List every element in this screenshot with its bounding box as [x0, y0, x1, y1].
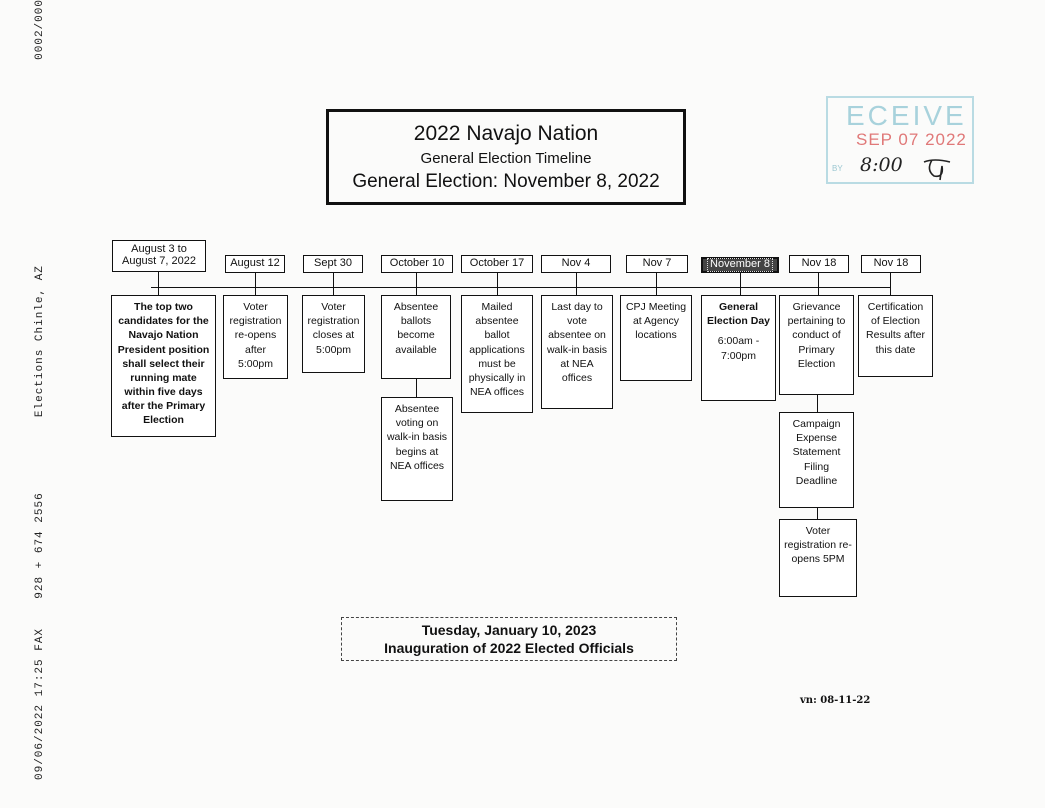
handwritten-time: 8:00: [860, 154, 903, 176]
event-nov7: CPJ Meeting at Agency locations: [620, 295, 692, 381]
inauguration-box: Tuesday, January 10, 2023 Inauguration o…: [341, 617, 677, 661]
title-line2: General Election Timeline: [420, 150, 592, 167]
version-note: vn: 08-11-22: [800, 695, 871, 706]
connector: [333, 273, 334, 295]
connector: [416, 379, 417, 397]
event-oct17: Mailed absentee ballot applications must…: [461, 295, 533, 413]
connector: [890, 273, 891, 295]
fax-datetime: 09/06/2022 17:25 FAX: [34, 627, 46, 780]
event-nov8-title: General Election Day: [706, 301, 771, 328]
event-nov18-b: Certification of Election Results after …: [858, 295, 933, 377]
connector: [740, 273, 741, 295]
fax-sender: Elections Chinle, AZ: [34, 265, 46, 418]
date-box-nov4: Nov 4: [541, 255, 611, 273]
event-nov18-sub2: Voter registration re-opens 5PM: [779, 519, 857, 597]
fax-number: 928 + 674 2556: [34, 492, 46, 599]
inauguration-title: Inauguration of 2022 Elected Officials: [384, 640, 634, 656]
received-stamp: ECEIVE SEP 07 2022 BY 8:00: [826, 96, 974, 184]
connector: [576, 273, 577, 295]
stamp-date: SEP 07 2022: [856, 130, 967, 149]
connector: [817, 395, 818, 412]
event-nov4: Last day to vote absentee on walk-in bas…: [541, 295, 613, 409]
date-box-sept30: Sept 30: [303, 255, 363, 273]
date-box-oct17: October 17: [461, 255, 533, 273]
connector: [817, 508, 818, 519]
fax-header-strip: 09/06/2022 17:25 FAX 928 + 674 2556 Elec…: [34, 0, 46, 780]
handwritten-initials: [923, 159, 951, 181]
title-line1: 2022 Navajo Nation: [413, 122, 599, 145]
connector: [656, 273, 657, 295]
event-nov18-a: Grievance pertaining to conduct of Prima…: [779, 295, 854, 395]
date-box-aug3: August 3 to August 7, 2022: [112, 240, 206, 272]
connector: [497, 273, 498, 295]
title-box: 2022 Navajo Nation General Election Time…: [326, 109, 686, 205]
connector: [158, 272, 159, 295]
date-box-nov8: November 8: [701, 257, 779, 273]
date-box-nov18-b: Nov 18: [861, 255, 921, 273]
date-box-oct10: October 10: [381, 255, 453, 273]
connector: [818, 273, 819, 295]
event-nov8: General Election Day 6:00am - 7:00pm: [701, 295, 776, 401]
date-box-nov7: Nov 7: [626, 255, 688, 273]
stamp-received: ECEIVE: [846, 100, 967, 131]
date-box-nov18-a: Nov 18: [789, 255, 849, 273]
event-sept30: Voter registration closes at 5:00pm: [302, 295, 365, 373]
event-aug12: Voter registration re-opens after 5:00pm: [223, 295, 288, 379]
date-box-aug12: August 12: [225, 255, 285, 273]
event-aug3: The top two candidates for the Navajo Na…: [111, 295, 216, 437]
event-nov18-sub: Campaign Expense Statement Filing Deadli…: [779, 412, 854, 508]
connector: [416, 273, 417, 295]
fax-page: 0002/0002: [34, 0, 46, 60]
title-line3: General Election: November 8, 2022: [352, 171, 660, 192]
connector: [255, 273, 256, 295]
stamp-by: BY: [832, 164, 843, 173]
timeline-bar: [151, 287, 891, 288]
inauguration-date: Tuesday, January 10, 2023: [421, 622, 597, 638]
event-oct10: Absentee ballots become available: [381, 295, 451, 379]
event-oct10-sub: Absentee voting on walk-in basis begins …: [381, 397, 453, 501]
event-nov8-hours: 6:00am - 7:00pm: [717, 335, 760, 362]
